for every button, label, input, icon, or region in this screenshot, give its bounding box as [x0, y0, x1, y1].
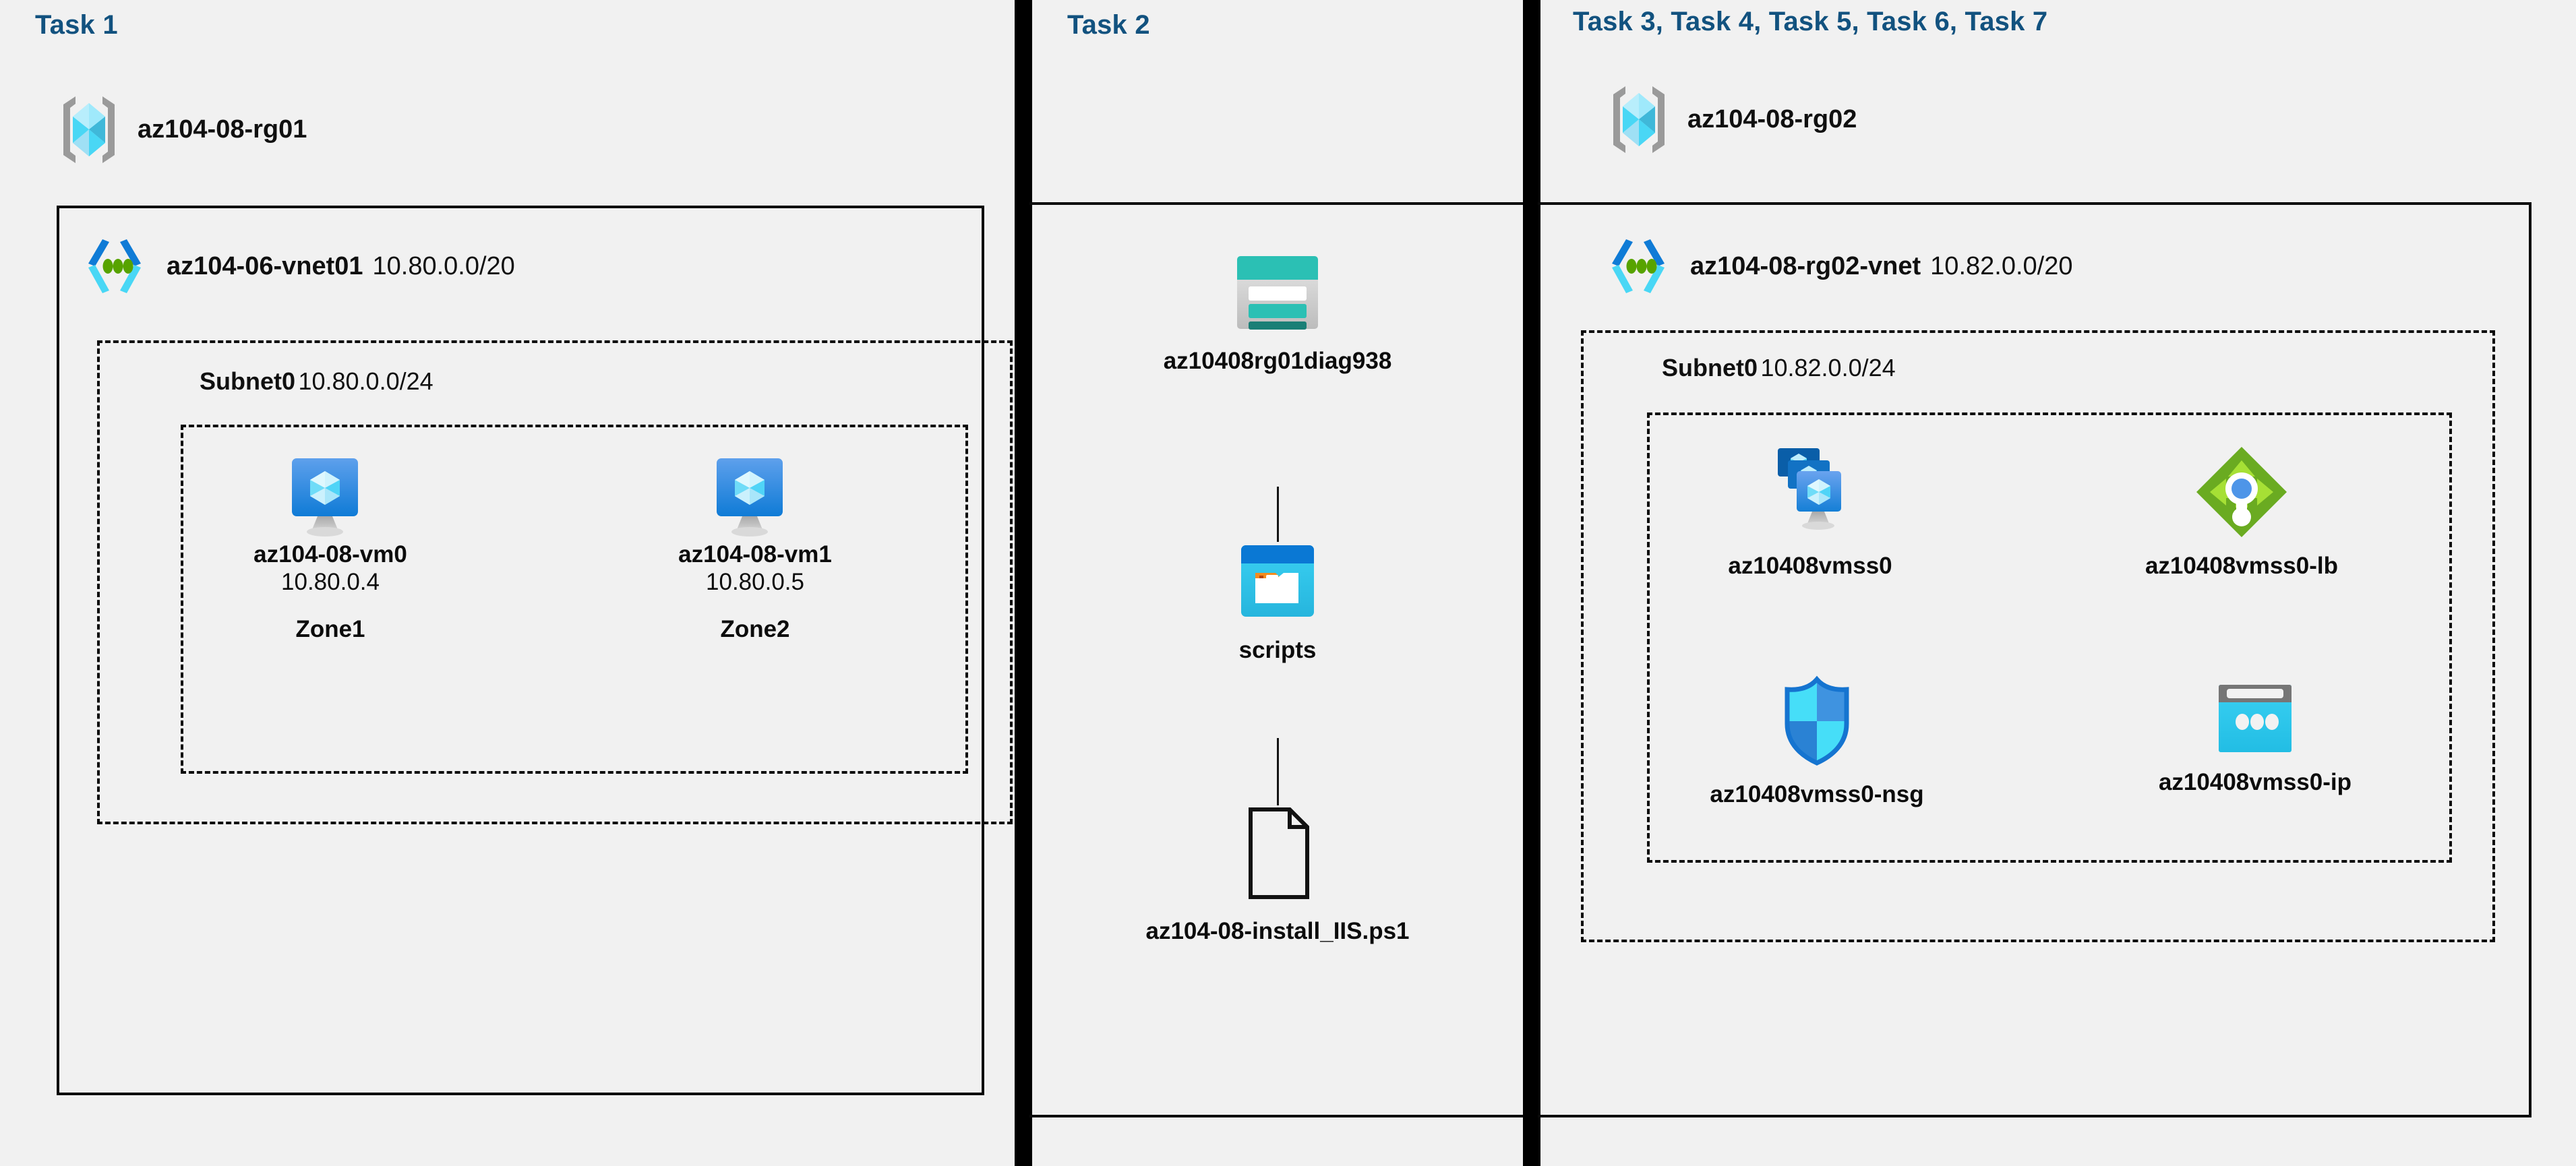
- public-ip-address-name: az10408vmss0-ip: [2158, 769, 2352, 795]
- resource-group-name: az104-08-rg01: [138, 115, 307, 144]
- panel-divider-2: [1523, 0, 1540, 1166]
- task-2-title: Task 2: [1067, 10, 1150, 40]
- panel-task-3-7: Task 3, Task 4, Task 5, Task 6, Task 7 a…: [1538, 0, 2576, 1166]
- load-balancer-icon: [2191, 441, 2292, 543]
- panel-task-2: Task 2 az10408rg01diag: [1029, 0, 1526, 1166]
- vnet-name: az104-08-rg02-vnet: [1690, 251, 1921, 280]
- task-3-7-title: Task 3, Task 4, Task 5, Task 6, Task 7: [1573, 7, 2048, 36]
- virtual-machine-icon: [711, 453, 799, 541]
- subnet-cidr: 10.82.0.0/24: [1760, 354, 1896, 381]
- subnet-cidr: 10.80.0.0/24: [298, 367, 433, 395]
- vm-scale-set-name: az10408vmss0: [1728, 553, 1892, 579]
- subnet-label: Subnet0 10.82.0.0/24: [1662, 354, 1896, 382]
- vnet-boundary-box: [1538, 202, 2532, 1117]
- subnet-boundary-box: [1581, 330, 2495, 942]
- subnet-label: Subnet0 10.80.0.0/24: [200, 367, 433, 396]
- resource-group-name: az104-08-rg02: [1687, 105, 1857, 133]
- task-1-title: Task 1: [35, 10, 118, 40]
- virtual-network-icon: [1608, 233, 1675, 300]
- storage-account-name: az10408rg01diag938: [1163, 348, 1392, 374]
- vm1-zone: Zone2: [720, 615, 790, 642]
- vm0-name: az104-08-vm0: [253, 541, 407, 567]
- panel-divider-1: [1015, 0, 1032, 1166]
- network-security-group-name: az10408vmss0-nsg: [1710, 781, 1924, 807]
- script-file-name: az104-08-install_IIS.ps1: [1145, 918, 1410, 944]
- resource-group-header-rg02: az104-08-rg02: [1605, 81, 1857, 158]
- subnet-name: Subnet0: [200, 367, 296, 395]
- vm0-ip: 10.80.0.4: [281, 569, 380, 596]
- subnet-boundary-box: [97, 340, 1013, 824]
- resource-group-icon: [55, 91, 123, 168]
- resource-group-header-rg01: az104-08-rg01: [55, 91, 307, 168]
- vm1-name: az104-08-vm1: [678, 541, 832, 567]
- vnet-header-az104-08-rg02-vnet: az104-08-rg02-vnet 10.82.0.0/20: [1608, 233, 2072, 300]
- vnet-header-az104-06-vnet01: az104-06-vnet01 10.80.0.0/20: [84, 233, 515, 300]
- subnet-name: Subnet0: [1662, 354, 1758, 381]
- blob-container-icon: [1238, 542, 1317, 621]
- node-storage-account[interactable]: az10408rg01diag938: [1164, 253, 1391, 375]
- network-security-group-icon: [1776, 674, 1857, 768]
- vnet-cidr: 10.80.0.0/20: [372, 251, 515, 280]
- storage-account-icon: [1234, 253, 1321, 332]
- availability-zones-box: [181, 425, 968, 774]
- node-script-file[interactable]: az104-08-install_IIS.ps1: [1145, 805, 1410, 945]
- panel-task-1: Task 1 az104-08-rg01: [0, 0, 1015, 1166]
- vnet-cidr: 10.82.0.0/20: [1930, 251, 2073, 280]
- node-vm1[interactable]: az104-08-vm1 10.80.0.5 Zone2: [678, 453, 832, 643]
- virtual-machine-icon: [287, 453, 374, 541]
- blob-container-name: scripts: [1238, 637, 1317, 663]
- resources-box: [1647, 412, 2452, 863]
- node-public-ip-address[interactable]: az10408vmss0-ip: [2120, 681, 2390, 796]
- script-file-icon: [1241, 805, 1314, 901]
- node-load-balancer[interactable]: az10408vmss0-lb: [2107, 441, 2376, 580]
- vm-scale-set-icon: [1756, 441, 1864, 543]
- connector-storage-to-container: [1277, 487, 1279, 542]
- public-ip-address-icon: [2215, 681, 2296, 756]
- vnet-boundary-box: [57, 206, 984, 1095]
- vm1-ip: 10.80.0.5: [706, 569, 804, 596]
- node-vm-scale-set[interactable]: az10408vmss0: [1675, 441, 1945, 580]
- node-network-security-group[interactable]: az10408vmss0-nsg: [1682, 674, 1952, 808]
- node-blob-container[interactable]: scripts: [1176, 542, 1379, 664]
- vm0-zone: Zone1: [295, 615, 365, 642]
- node-vm0[interactable]: az104-08-vm0 10.80.0.4 Zone1: [253, 453, 407, 643]
- connector-container-to-file: [1277, 738, 1279, 805]
- load-balancer-name: az10408vmss0-lb: [2145, 553, 2339, 579]
- virtual-network-icon: [84, 233, 152, 300]
- vnet-name: az104-06-vnet01: [167, 251, 363, 280]
- resource-group-icon: [1605, 81, 1673, 158]
